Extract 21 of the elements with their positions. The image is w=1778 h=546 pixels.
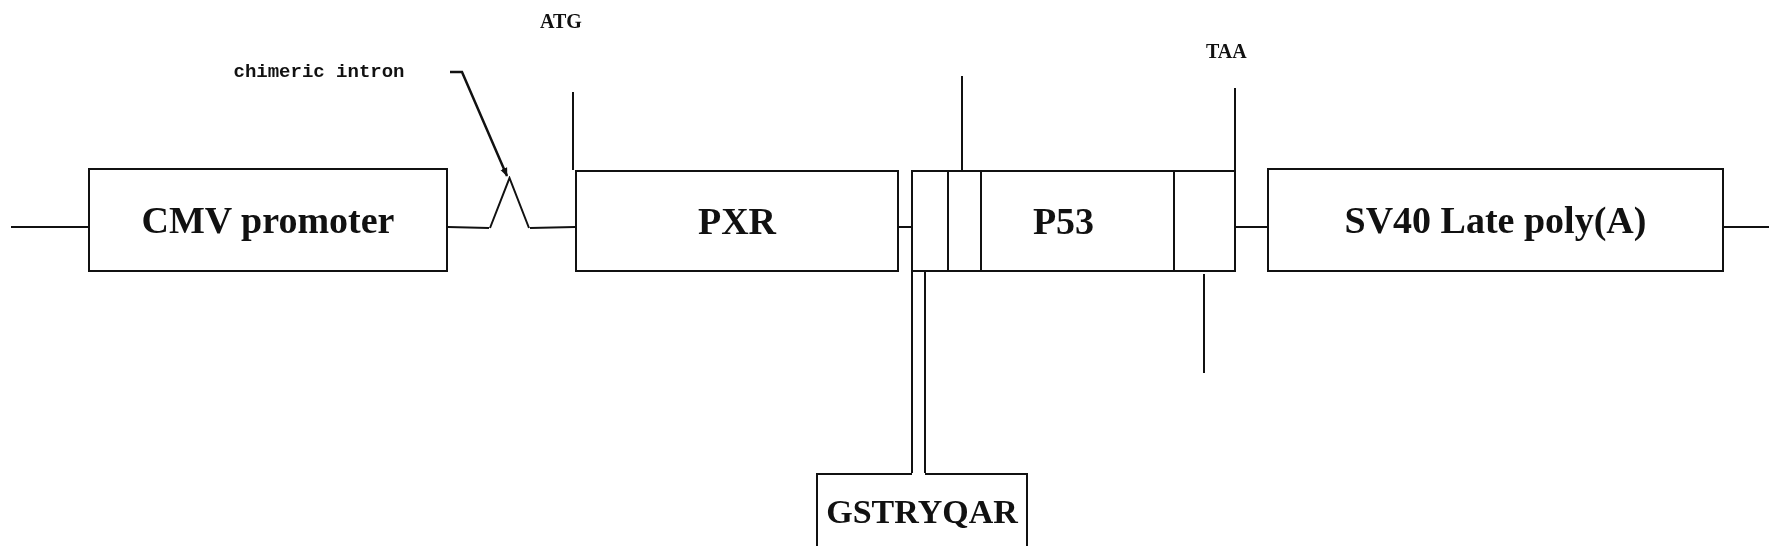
polya-signal-box: [1267, 168, 1724, 272]
leader-arrow: [450, 70, 509, 177]
connector-line: [911, 271, 913, 474]
box-label: PXR: [697, 199, 777, 243]
callout-label: chimeric intron: [233, 61, 405, 83]
connector-line: [924, 271, 926, 474]
box-label: SV40 Late poly(A): [1344, 198, 1647, 242]
gene-box: [575, 170, 899, 272]
box-label: CMV promoter: [141, 198, 395, 242]
codon-label: ATG: [540, 10, 582, 33]
connector-line: [898, 226, 912, 228]
connector-line: [447, 226, 490, 229]
box-label: GSTRYQAR: [826, 492, 1018, 531]
connector-line: [10, 226, 89, 228]
codon-label: TAA: [1206, 40, 1247, 63]
gene-box: [911, 170, 1236, 272]
connector-line: [529, 226, 576, 229]
promoter-box: [88, 168, 448, 272]
connector-line: [1235, 226, 1268, 228]
box-label: P53: [1032, 199, 1095, 243]
connector-line: [1723, 226, 1770, 228]
